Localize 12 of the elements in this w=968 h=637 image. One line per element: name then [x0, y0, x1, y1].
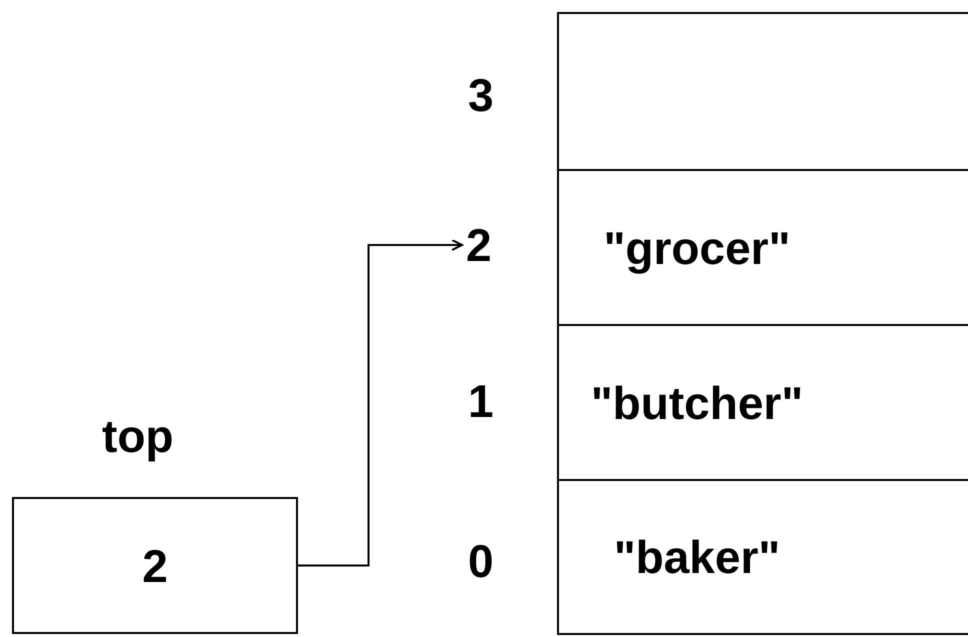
- variable-name: top: [102, 413, 174, 459]
- stack-cell: [557, 479, 968, 635]
- arrow: [298, 239, 463, 566]
- index-label: 0: [468, 538, 494, 584]
- value-text: 2: [142, 538, 168, 592]
- index-label: 2: [466, 222, 492, 268]
- cell-text: "baker": [614, 530, 780, 584]
- index-label: 1: [468, 378, 494, 424]
- cell-text: "grocer": [604, 220, 790, 274]
- empty-stack-cell: [557, 12, 968, 171]
- index-label: 3: [468, 72, 494, 118]
- cell-text: "butcher": [590, 376, 804, 430]
